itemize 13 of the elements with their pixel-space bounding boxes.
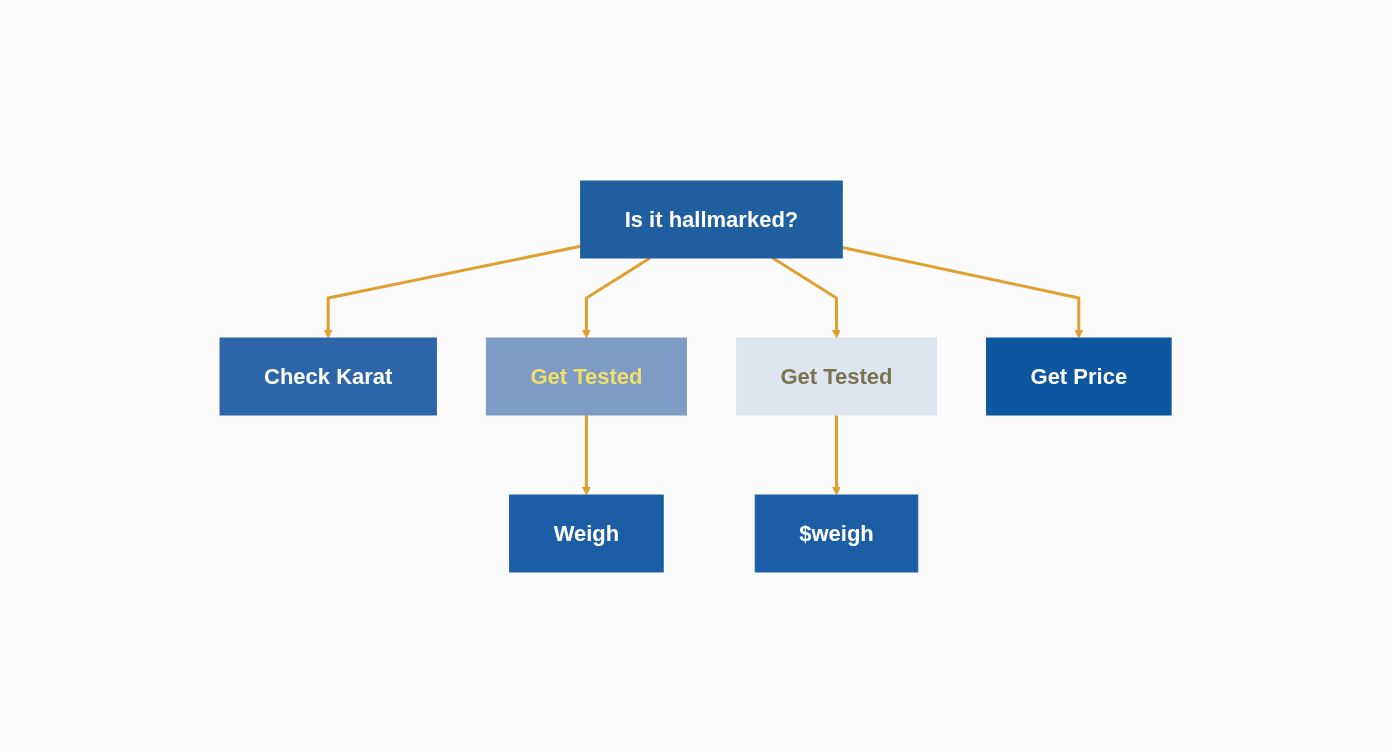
arrow xyxy=(582,256,652,338)
node-box: Check Karat xyxy=(219,337,438,415)
node-box: Weigh xyxy=(509,494,665,572)
arrow xyxy=(832,414,842,495)
arrow xyxy=(772,256,842,338)
node-box: Is it hallmarked? xyxy=(580,180,844,258)
arrow xyxy=(842,245,1084,338)
arrow xyxy=(582,414,592,495)
node-box: Get Tested xyxy=(486,337,688,415)
node-box: Get Tested xyxy=(736,337,938,415)
arrow xyxy=(324,244,582,338)
node-box: $weigh xyxy=(755,494,919,572)
node-box: Get Price xyxy=(986,337,1173,415)
